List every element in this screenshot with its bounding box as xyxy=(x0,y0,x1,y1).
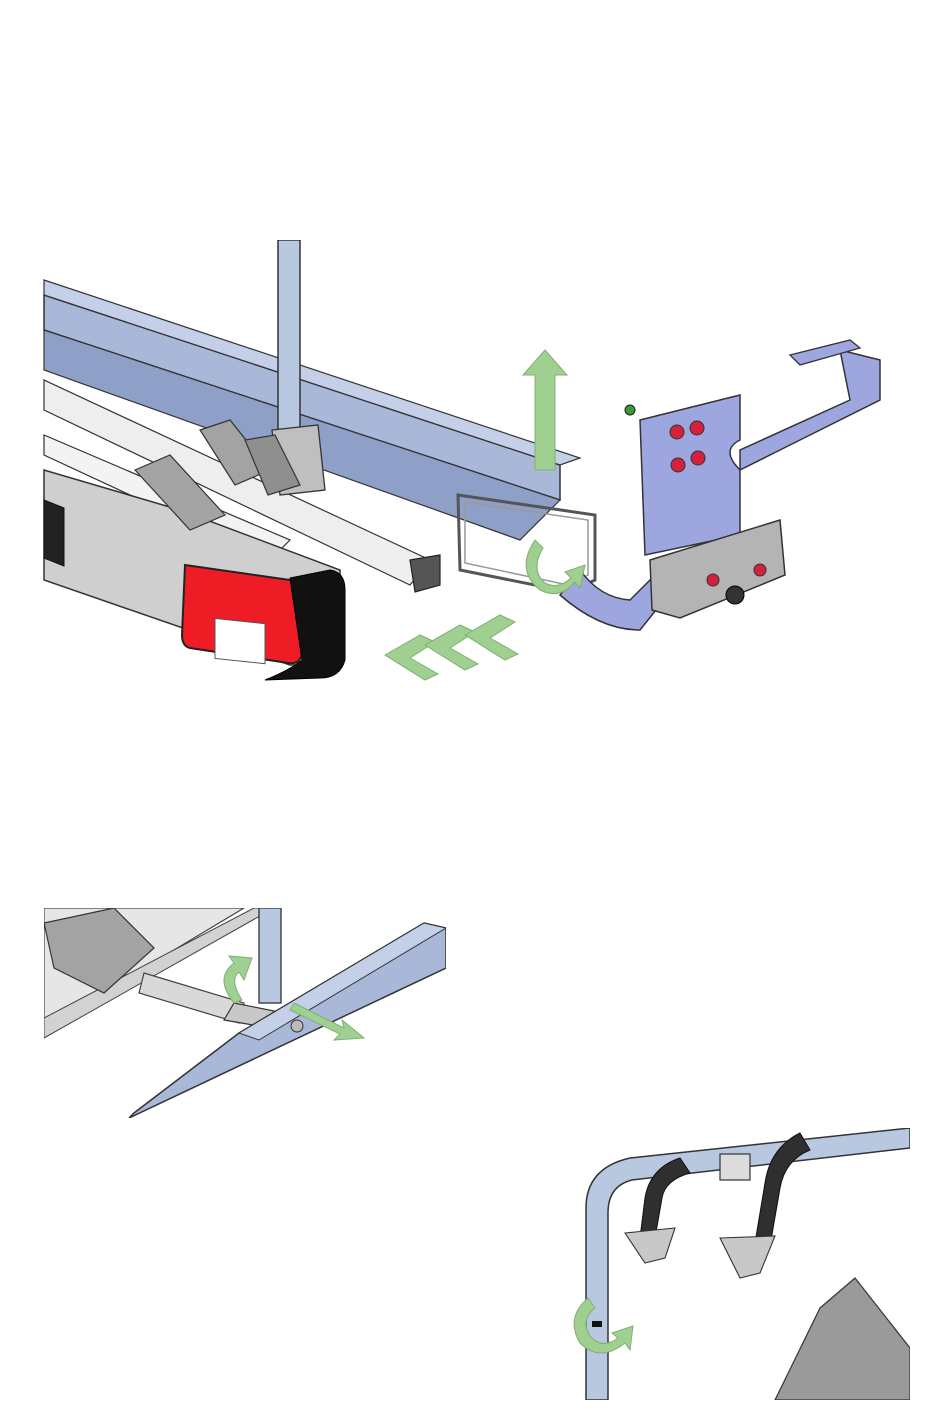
bolt-4 xyxy=(691,451,705,465)
vertical-pipe xyxy=(278,240,300,440)
bar-end-cap xyxy=(410,555,440,592)
green-bolt xyxy=(625,405,635,415)
gray-holder xyxy=(775,1278,910,1400)
detail-left-svg xyxy=(44,908,446,1118)
detail-pipe xyxy=(259,908,281,1003)
detail-right-illustration xyxy=(570,1128,910,1400)
knob xyxy=(726,586,744,604)
light-housing-black xyxy=(44,500,64,566)
wheel-clamp-1 xyxy=(625,1228,675,1263)
tail-light-white-plate xyxy=(215,618,265,663)
main-assembly-illustration xyxy=(40,240,920,685)
bolt-1 xyxy=(670,425,684,439)
bolt-3 xyxy=(671,458,685,472)
wheel-clamp-2 xyxy=(720,1236,775,1278)
chevron-left-arrow-3 xyxy=(465,615,518,660)
pipe-sleeve xyxy=(720,1154,750,1180)
detail-right-svg xyxy=(570,1128,910,1400)
hitch-plate xyxy=(640,350,880,555)
curved-arrow-icon xyxy=(224,956,252,1003)
main-assembly-svg xyxy=(40,240,920,685)
bolt-2 xyxy=(690,421,704,435)
detail-bolt xyxy=(291,1020,303,1032)
detail-left-illustration xyxy=(44,908,446,1118)
lock-lever xyxy=(592,1321,602,1327)
bolt-6 xyxy=(754,564,766,576)
bolt-5 xyxy=(707,574,719,586)
